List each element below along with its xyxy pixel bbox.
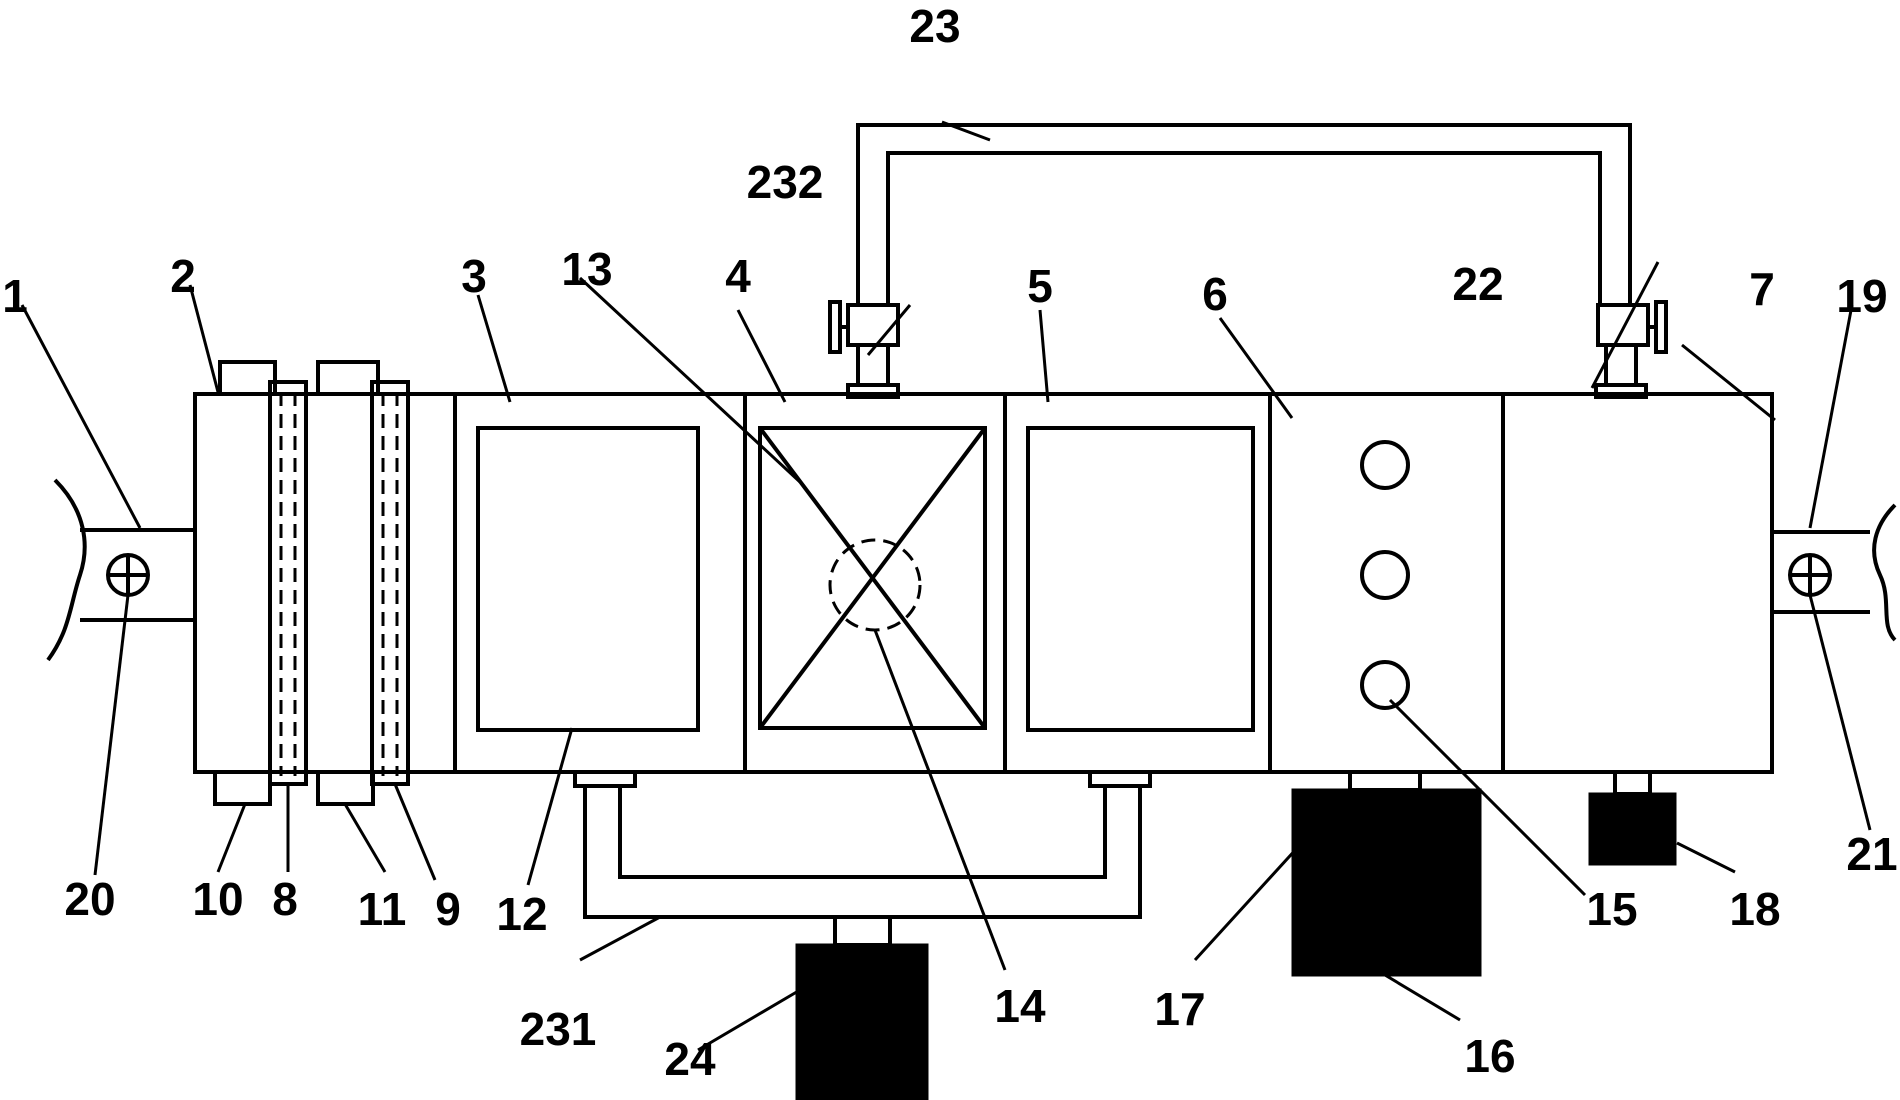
panel-5 bbox=[1026, 426, 1255, 732]
label-231: 231 bbox=[520, 1003, 597, 1055]
top-caps bbox=[218, 360, 380, 396]
label-232: 232 bbox=[747, 156, 824, 208]
duct-valve-20 bbox=[106, 553, 150, 597]
label-9: 9 bbox=[435, 883, 461, 935]
circles-15 bbox=[1360, 440, 1410, 710]
label-23: 23 bbox=[909, 0, 960, 52]
inlet-duct-1 bbox=[46, 478, 195, 662]
block-18 bbox=[1588, 770, 1677, 866]
label-19: 19 bbox=[1836, 270, 1887, 322]
top-pipe-23 bbox=[856, 123, 1632, 305]
label-22: 22 bbox=[1452, 258, 1503, 310]
label-8: 8 bbox=[272, 873, 298, 925]
bottom-pipe-231 bbox=[573, 770, 1152, 947]
label-10: 10 bbox=[192, 873, 243, 925]
label-1: 1 bbox=[2, 270, 28, 322]
label-3: 3 bbox=[461, 250, 487, 302]
bottom-caps bbox=[213, 770, 375, 806]
label-13: 13 bbox=[561, 243, 612, 295]
label-20: 20 bbox=[64, 873, 115, 925]
label-7: 7 bbox=[1749, 263, 1775, 315]
valve-22 bbox=[1594, 300, 1668, 399]
label-17: 17 bbox=[1154, 983, 1205, 1035]
label-15: 15 bbox=[1586, 883, 1637, 935]
block-16 bbox=[1291, 770, 1482, 977]
block-24 bbox=[795, 943, 929, 1100]
label-18: 18 bbox=[1729, 883, 1780, 935]
panel-12 bbox=[476, 426, 700, 732]
heat-exchanger-13 bbox=[758, 426, 987, 730]
filter-9 bbox=[370, 380, 410, 786]
label-6: 6 bbox=[1202, 268, 1228, 320]
label-24: 24 bbox=[664, 1033, 716, 1085]
label-21: 21 bbox=[1846, 828, 1897, 880]
duct-valve-21 bbox=[1788, 553, 1832, 597]
filter-8 bbox=[268, 380, 308, 786]
outlet-duct-19 bbox=[1772, 503, 1897, 642]
main-housing bbox=[193, 392, 1774, 774]
label-14: 14 bbox=[994, 980, 1046, 1032]
valve-232 bbox=[828, 300, 900, 399]
label-11: 11 bbox=[358, 883, 407, 935]
label-12: 12 bbox=[496, 888, 547, 940]
leader-lines bbox=[20, 120, 1872, 1052]
label-4: 4 bbox=[725, 250, 751, 302]
label-2: 2 bbox=[170, 250, 196, 302]
label-16: 16 bbox=[1464, 1030, 1515, 1082]
label-5: 5 bbox=[1027, 260, 1053, 312]
